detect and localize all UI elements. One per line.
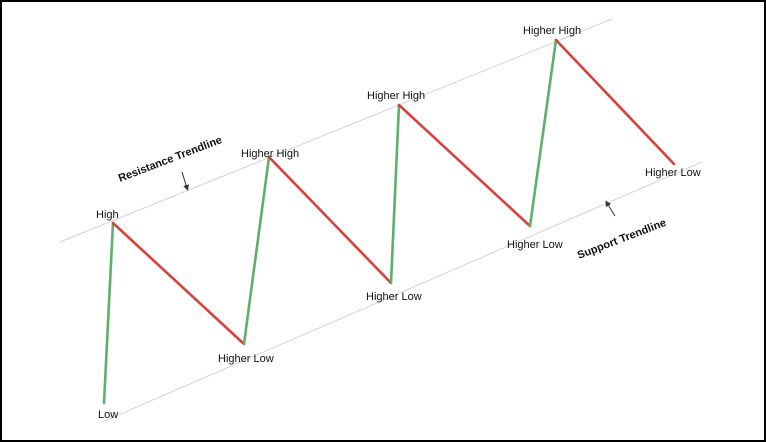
resistance-trendline <box>59 18 613 243</box>
down-leg-1 <box>111 221 246 346</box>
support-trendline-label: Support Trendline <box>576 217 668 262</box>
up-leg-1 <box>102 221 115 405</box>
point-label-high: High <box>96 209 119 221</box>
point-label-higher-high-3: Higher High <box>523 25 581 37</box>
point-label-higher-low-1: Higher Low <box>218 353 274 365</box>
point-label-higher-low-2: Higher Low <box>366 291 422 303</box>
support-arrow-icon <box>605 200 616 217</box>
point-label-higher-high-2: Higher High <box>367 90 425 102</box>
point-label-higher-low-3: Higher Low <box>507 239 563 251</box>
point-label-higher-high-1: Higher High <box>241 148 299 160</box>
resistance-trendline-label: Resistance Trendline <box>117 134 224 185</box>
resistance-arrow-icon <box>181 171 189 191</box>
down-leg-4 <box>554 38 676 166</box>
down-leg-2 <box>267 155 393 285</box>
down-leg-3 <box>397 103 532 228</box>
up-leg-3 <box>389 103 401 285</box>
up-leg-4 <box>528 38 558 228</box>
up-leg-2 <box>242 155 271 346</box>
support-trendline <box>101 161 703 423</box>
point-label-higher-low-4: Higher Low <box>645 167 701 179</box>
point-label-low: Low <box>98 409 118 421</box>
